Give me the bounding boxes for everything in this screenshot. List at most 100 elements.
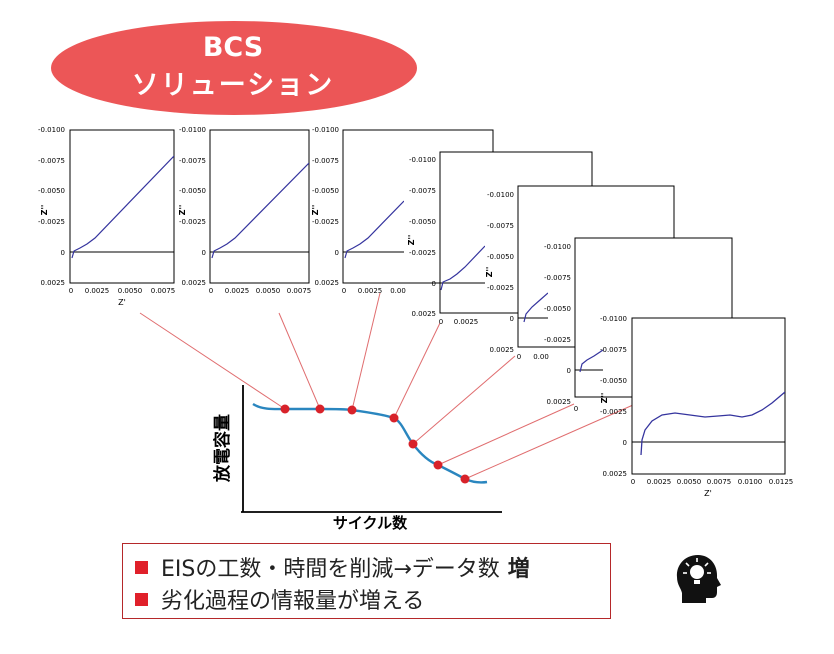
- y-tick-label: -0.0050: [38, 187, 65, 195]
- connector-line: [437, 403, 575, 466]
- y-tick-label: -0.0025: [38, 218, 65, 226]
- connector-line: [393, 322, 441, 419]
- capacity-point: [408, 439, 418, 449]
- y-tick-label: -0.0075: [487, 222, 514, 230]
- nyquist-curve: [523, 292, 548, 323]
- y-tick-label: 0: [623, 439, 627, 447]
- eis-plot-7: -0.0100 -0.0075 -0.0050 -0.0025 0 0.0025…: [600, 315, 793, 498]
- connector-line: [139, 312, 286, 410]
- y-axis-label: Z'': [407, 235, 416, 246]
- y-axis-label: Z'': [485, 267, 494, 278]
- x-tick-label: 0: [631, 478, 635, 486]
- y-tick-label: 0.0025: [412, 310, 437, 318]
- bullet-square-icon: [135, 592, 148, 606]
- x-tick-label: 0.0025: [225, 287, 250, 295]
- capacity-point: [460, 474, 470, 484]
- capacity-chart: 放電容量 サイクル数: [212, 385, 502, 532]
- connector-line: [464, 404, 634, 480]
- y-tick-label: -0.0050: [312, 187, 339, 195]
- y-axis-label: Z'': [311, 205, 320, 216]
- y-tick-label: -0.0100: [312, 126, 339, 134]
- y-tick-label: -0.0100: [487, 191, 514, 199]
- y-tick-label: -0.0050: [544, 305, 571, 313]
- y-tick-label: 0: [567, 367, 571, 375]
- x-tick-label: 0: [517, 353, 521, 361]
- x-tick-label: 0.0050: [256, 287, 281, 295]
- y-tick-label: 0.0025: [603, 470, 628, 478]
- summary-box: EISの工数・時間を削減→データ数 増 劣化過程の情報量が増える: [122, 543, 611, 619]
- y-tick-label: -0.0075: [544, 274, 571, 282]
- bullet-emphasis: 増: [507, 557, 530, 582]
- y-tick-label: -0.0050: [600, 377, 627, 385]
- y-tick-label: 0: [432, 280, 436, 288]
- x-tick-label: 0: [69, 287, 73, 295]
- y-tick-label: -0.0050: [179, 187, 206, 195]
- y-tick-label: 0.0025: [547, 398, 572, 406]
- x-tick-label: 0: [439, 318, 443, 326]
- nyquist-curve: [640, 391, 785, 456]
- x-tick-label: 0: [342, 287, 346, 295]
- y-tick-label: -0.0075: [409, 187, 436, 195]
- bullet-text: EISの工数・時間を削減→データ数: [161, 557, 500, 582]
- connector-line: [351, 292, 381, 411]
- x-tick-label: 0.0100: [738, 478, 763, 486]
- x-tick-label: 0.0125: [769, 478, 794, 486]
- y-tick-label: -0.0025: [409, 249, 436, 257]
- x-tick-label: 0.0025: [358, 287, 383, 295]
- x-axis-label: Z': [704, 489, 712, 498]
- eis-plot-2: -0.0100 -0.0075 -0.0050 -0.0025 0 0.0025…: [178, 126, 311, 295]
- title-line-2: ソリューション: [132, 70, 334, 101]
- x-tick-label: 0.00: [390, 287, 406, 295]
- y-tick-label: -0.0075: [38, 157, 65, 165]
- y-tick-label: -0.0025: [487, 284, 514, 292]
- y-tick-label: 0: [202, 249, 206, 257]
- bullet-text: 劣化過程の情報量が増える: [161, 589, 425, 614]
- title-line-1: BCS: [203, 32, 263, 63]
- x-tick-label: 0.0075: [151, 287, 176, 295]
- eis-plot-1: -0.0100 -0.0075 -0.0050 -0.0025 0 0.0025…: [38, 126, 175, 307]
- head-lightbulb-icon: [676, 555, 721, 603]
- y-tick-label: -0.0100: [600, 315, 627, 323]
- y-tick-label: -0.0025: [600, 408, 627, 416]
- x-tick-label: 0.0025: [85, 287, 110, 295]
- connector-line: [412, 355, 516, 445]
- nyquist-curve: [211, 162, 309, 259]
- y-tick-label: -0.0050: [409, 218, 436, 226]
- y-tick-label: -0.0075: [179, 157, 206, 165]
- cycle-x-label: サイクル数: [333, 514, 408, 532]
- x-axis-label: Z': [118, 298, 126, 307]
- y-tick-label: -0.0025: [544, 336, 571, 344]
- x-tick-label: 0: [574, 405, 578, 413]
- capacity-y-label: 放電容量: [212, 414, 233, 483]
- nyquist-curve: [71, 155, 174, 259]
- y-tick-label: 0: [61, 249, 65, 257]
- x-tick-label: 0.0075: [287, 287, 312, 295]
- x-tick-label: 0.0075: [707, 478, 732, 486]
- bullet-square-icon: [135, 560, 148, 574]
- connector-lines: [139, 292, 634, 480]
- x-tick-label: 0.00: [533, 353, 549, 361]
- capacity-point: [280, 404, 290, 414]
- capacity-point: [315, 404, 325, 414]
- y-tick-label: -0.0050: [487, 253, 514, 261]
- title-ellipse: [51, 21, 417, 115]
- y-tick-label: -0.0100: [544, 243, 571, 251]
- y-tick-label: 0: [335, 249, 339, 257]
- y-tick-label: -0.0075: [600, 346, 627, 354]
- x-tick-label: 0: [209, 287, 213, 295]
- y-tick-label: -0.0025: [312, 218, 339, 226]
- x-tick-label: 0.0050: [118, 287, 143, 295]
- capacity-point: [433, 460, 443, 470]
- x-tick-label: 0.0025: [454, 318, 479, 326]
- y-tick-label: -0.0100: [38, 126, 65, 134]
- capacity-point: [389, 413, 399, 423]
- x-tick-label: 0.0050: [677, 478, 702, 486]
- capacity-points: [280, 404, 470, 484]
- y-tick-label: 0.0025: [41, 279, 66, 287]
- y-axis-label: Z'': [178, 205, 187, 216]
- y-tick-label: 0.0025: [182, 279, 207, 287]
- bullet-item: EISの工数・時間を削減→データ数 増: [135, 551, 530, 583]
- nyquist-curve: [344, 200, 404, 259]
- connector-line: [278, 312, 321, 410]
